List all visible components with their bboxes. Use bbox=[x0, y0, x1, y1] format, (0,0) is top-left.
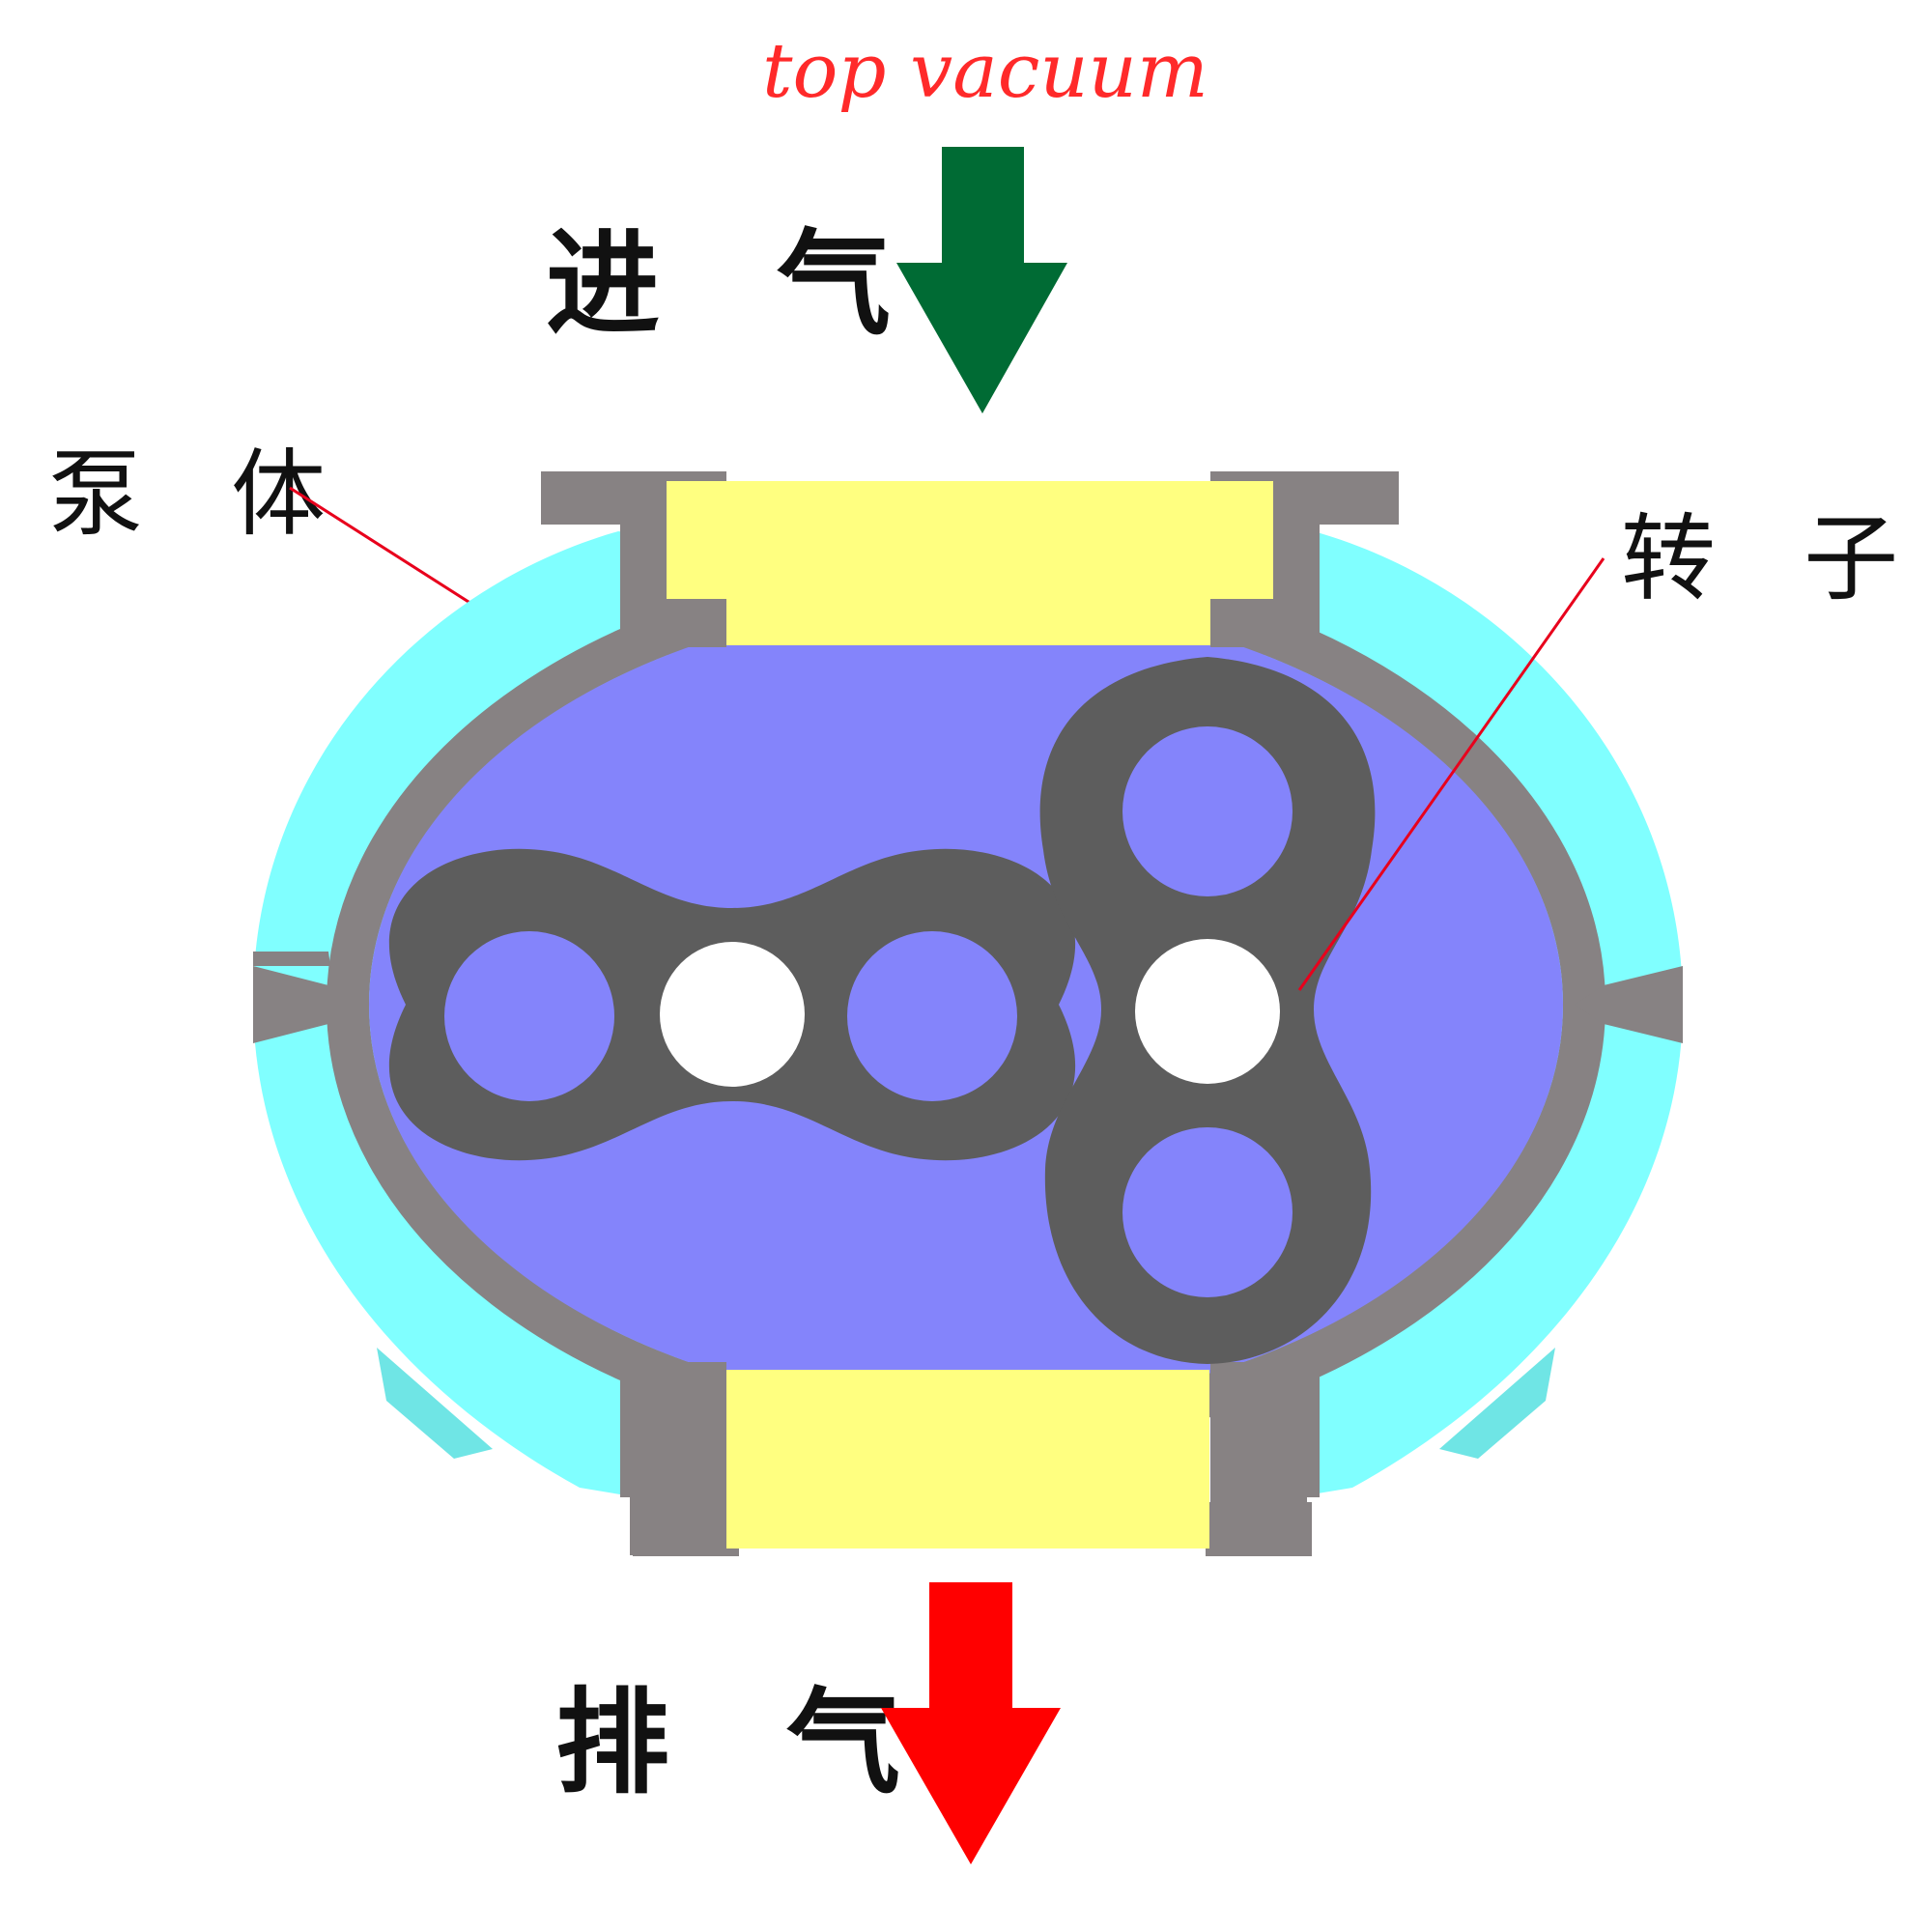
exhaust-label: 排 气 bbox=[555, 1676, 939, 1809]
intake-arrow-icon bbox=[896, 147, 1067, 413]
pump-body-label: 泵 体 bbox=[48, 440, 355, 550]
exhaust-port bbox=[726, 1370, 1209, 1548]
intake-label: 进 气 bbox=[546, 217, 929, 351]
intake-port bbox=[667, 481, 1273, 645]
rotor-leader-line bbox=[1297, 557, 1605, 991]
exhaust-arrow-icon bbox=[881, 1582, 1061, 1864]
rotor-bore bbox=[1122, 726, 1293, 896]
rotor-shaft bbox=[660, 942, 805, 1087]
rotor-bore bbox=[1122, 1127, 1293, 1297]
rotor-horizontal bbox=[388, 848, 1076, 1161]
watermark-text: top vacuum bbox=[762, 28, 1208, 115]
rotor-bore bbox=[444, 931, 614, 1101]
rotor-vertical bbox=[1039, 657, 1376, 1364]
rotor-bore bbox=[847, 931, 1017, 1101]
rotor-label: 转 子 bbox=[1621, 504, 1927, 614]
pump-assembly bbox=[252, 471, 1683, 1556]
rotor-shaft bbox=[1135, 939, 1280, 1084]
